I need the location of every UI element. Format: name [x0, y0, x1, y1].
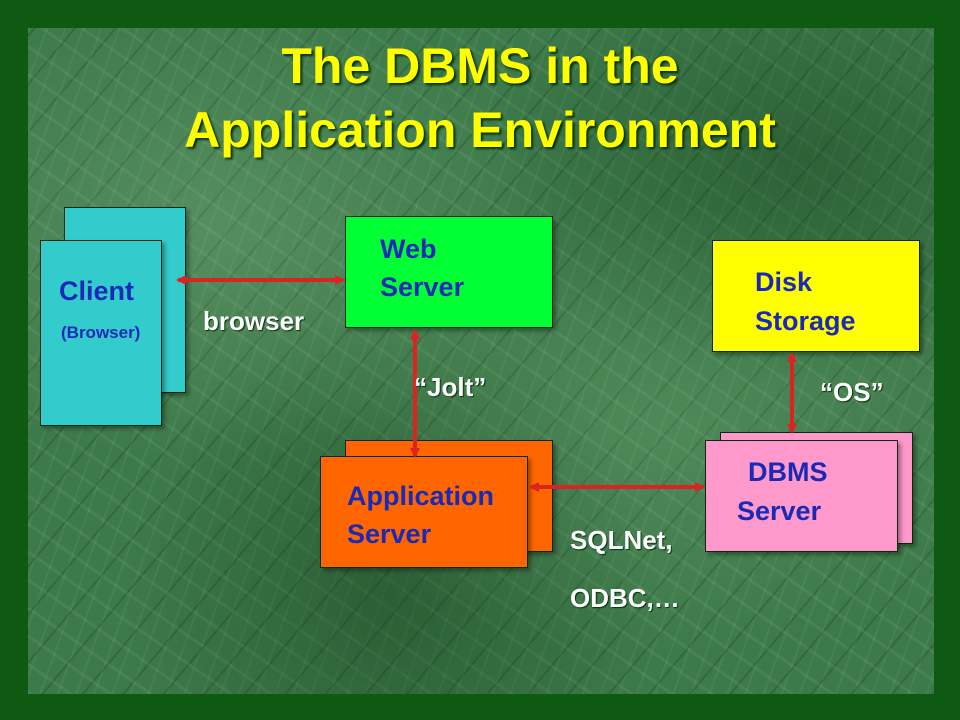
connection-label-odbc: ODBC,…: [570, 583, 680, 613]
application-server-label-line-1: Application: [347, 481, 494, 511]
client-box: Client (Browser): [40, 240, 162, 426]
dbms-server-box: DBMS Server: [705, 440, 898, 552]
dbms-server-label-line-1: DBMS: [748, 457, 828, 487]
disk-storage-box: Disk Storage: [712, 240, 920, 352]
dbms-server-label-line-2: Server: [737, 496, 822, 526]
web-server-label-line-2: Server: [380, 272, 465, 302]
application-server-box: Application Server: [320, 456, 528, 568]
slide-background: [28, 28, 934, 694]
web-server-label-line-1: Web: [380, 234, 437, 264]
client-sublabel: (Browser): [61, 323, 141, 342]
client-label: Client: [59, 276, 135, 306]
connection-label-browser: browser: [203, 306, 305, 336]
disk-storage-label-line-2: Storage: [755, 306, 856, 336]
web-server-box: Web Server: [345, 216, 553, 328]
connection-label-jolt: “Jolt”: [414, 372, 487, 402]
disk-storage-label-line-1: Disk: [755, 267, 813, 297]
connection-label-sqlnet: SQLNet,: [570, 525, 673, 555]
slide-title-line-1: The DBMS in the: [281, 38, 679, 94]
connection-label-os: “OS”: [820, 377, 884, 407]
application-server-label-line-2: Server: [347, 519, 432, 549]
slide-title-line-2: Application Environment: [184, 102, 776, 158]
